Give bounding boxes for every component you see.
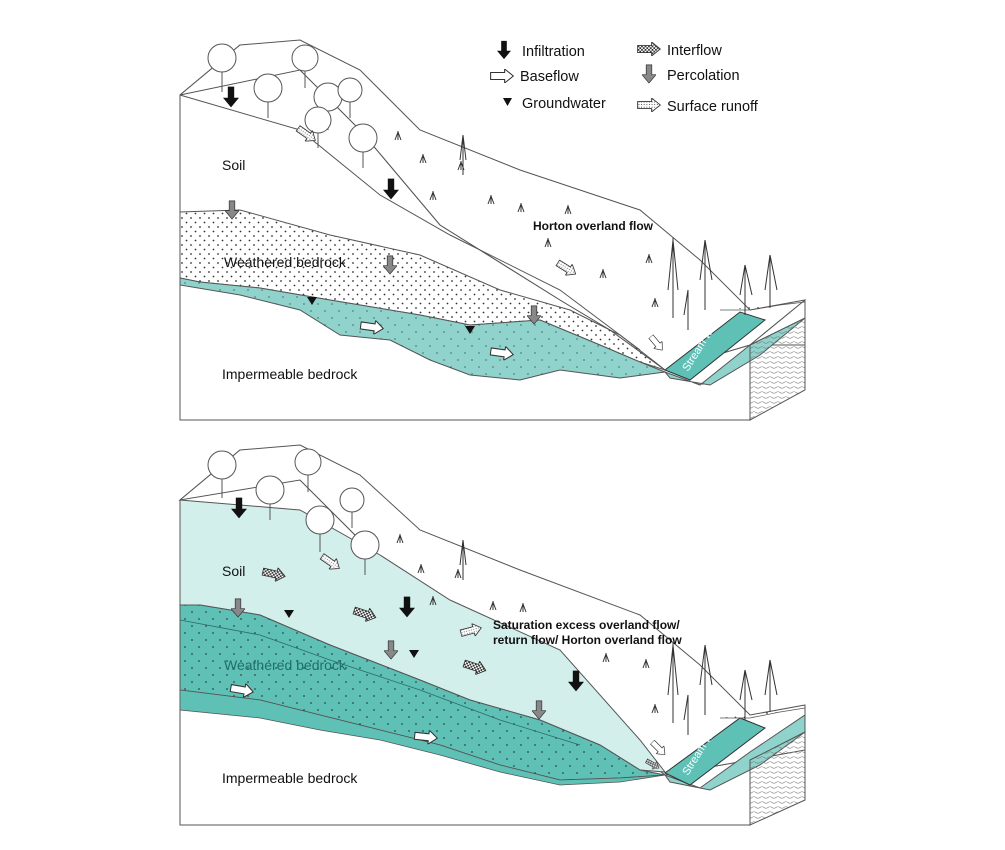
infiltration-icon (497, 40, 511, 60)
legend-groundwater: Groundwater (522, 96, 606, 112)
top-impermeable-bedrock-label: Impermeable bedrock (222, 366, 358, 382)
bottom-panel: Soil Weathered bedrock Impermeable bedro… (178, 444, 806, 826)
bottom-overland-flow-label-1: Saturation excess overland flow/ (493, 618, 680, 632)
bottom-block-side (749, 731, 806, 826)
legend-surface-runoff: Surface runoff (667, 99, 759, 115)
baseflow-icon (490, 69, 514, 83)
bottom-impermeable-bedrock-label: Impermeable bedrock (222, 770, 358, 786)
bottom-groundwater-marker (409, 650, 419, 658)
top-overland-flow-label: Horton overland flow (533, 219, 654, 233)
percolation-icon (642, 64, 656, 84)
top-soil-label: Soil (222, 157, 245, 173)
top-groundwater-marker (307, 297, 317, 305)
bottom-deep-groundwater (179, 689, 666, 786)
bottom-weathered-bedrock-label: Weathered bedrock (224, 657, 347, 673)
top-groundwater-marker (465, 326, 475, 334)
legend-baseflow: Baseflow (520, 69, 579, 85)
top-panel: Soil Weathered bedrock Impermeable bedro… (179, 39, 806, 421)
legend-infiltration: Infiltration (522, 44, 585, 60)
bottom-groundwater-marker (284, 610, 294, 618)
surface-runoff-icon (637, 98, 661, 112)
interflow-icon (637, 42, 661, 56)
top-trees (207, 43, 378, 168)
top-grasses (394, 131, 778, 330)
legend-interflow: Interflow (667, 43, 722, 59)
bottom-overland-flow-label-2: return flow/ Horton overland flow (493, 633, 682, 647)
bottom-trees (207, 448, 380, 575)
top-stream-water (664, 311, 767, 381)
groundwater-icon (503, 98, 512, 106)
legend-percolation: Percolation (667, 68, 740, 84)
legend: Infiltration Baseflow Groundwater Interf… (490, 40, 759, 115)
bottom-grasses (396, 534, 778, 735)
bottom-soil-label: Soil (222, 563, 245, 579)
top-weathered-bedrock-label: Weathered bedrock (224, 254, 347, 270)
bottom-stream-water (664, 717, 767, 786)
